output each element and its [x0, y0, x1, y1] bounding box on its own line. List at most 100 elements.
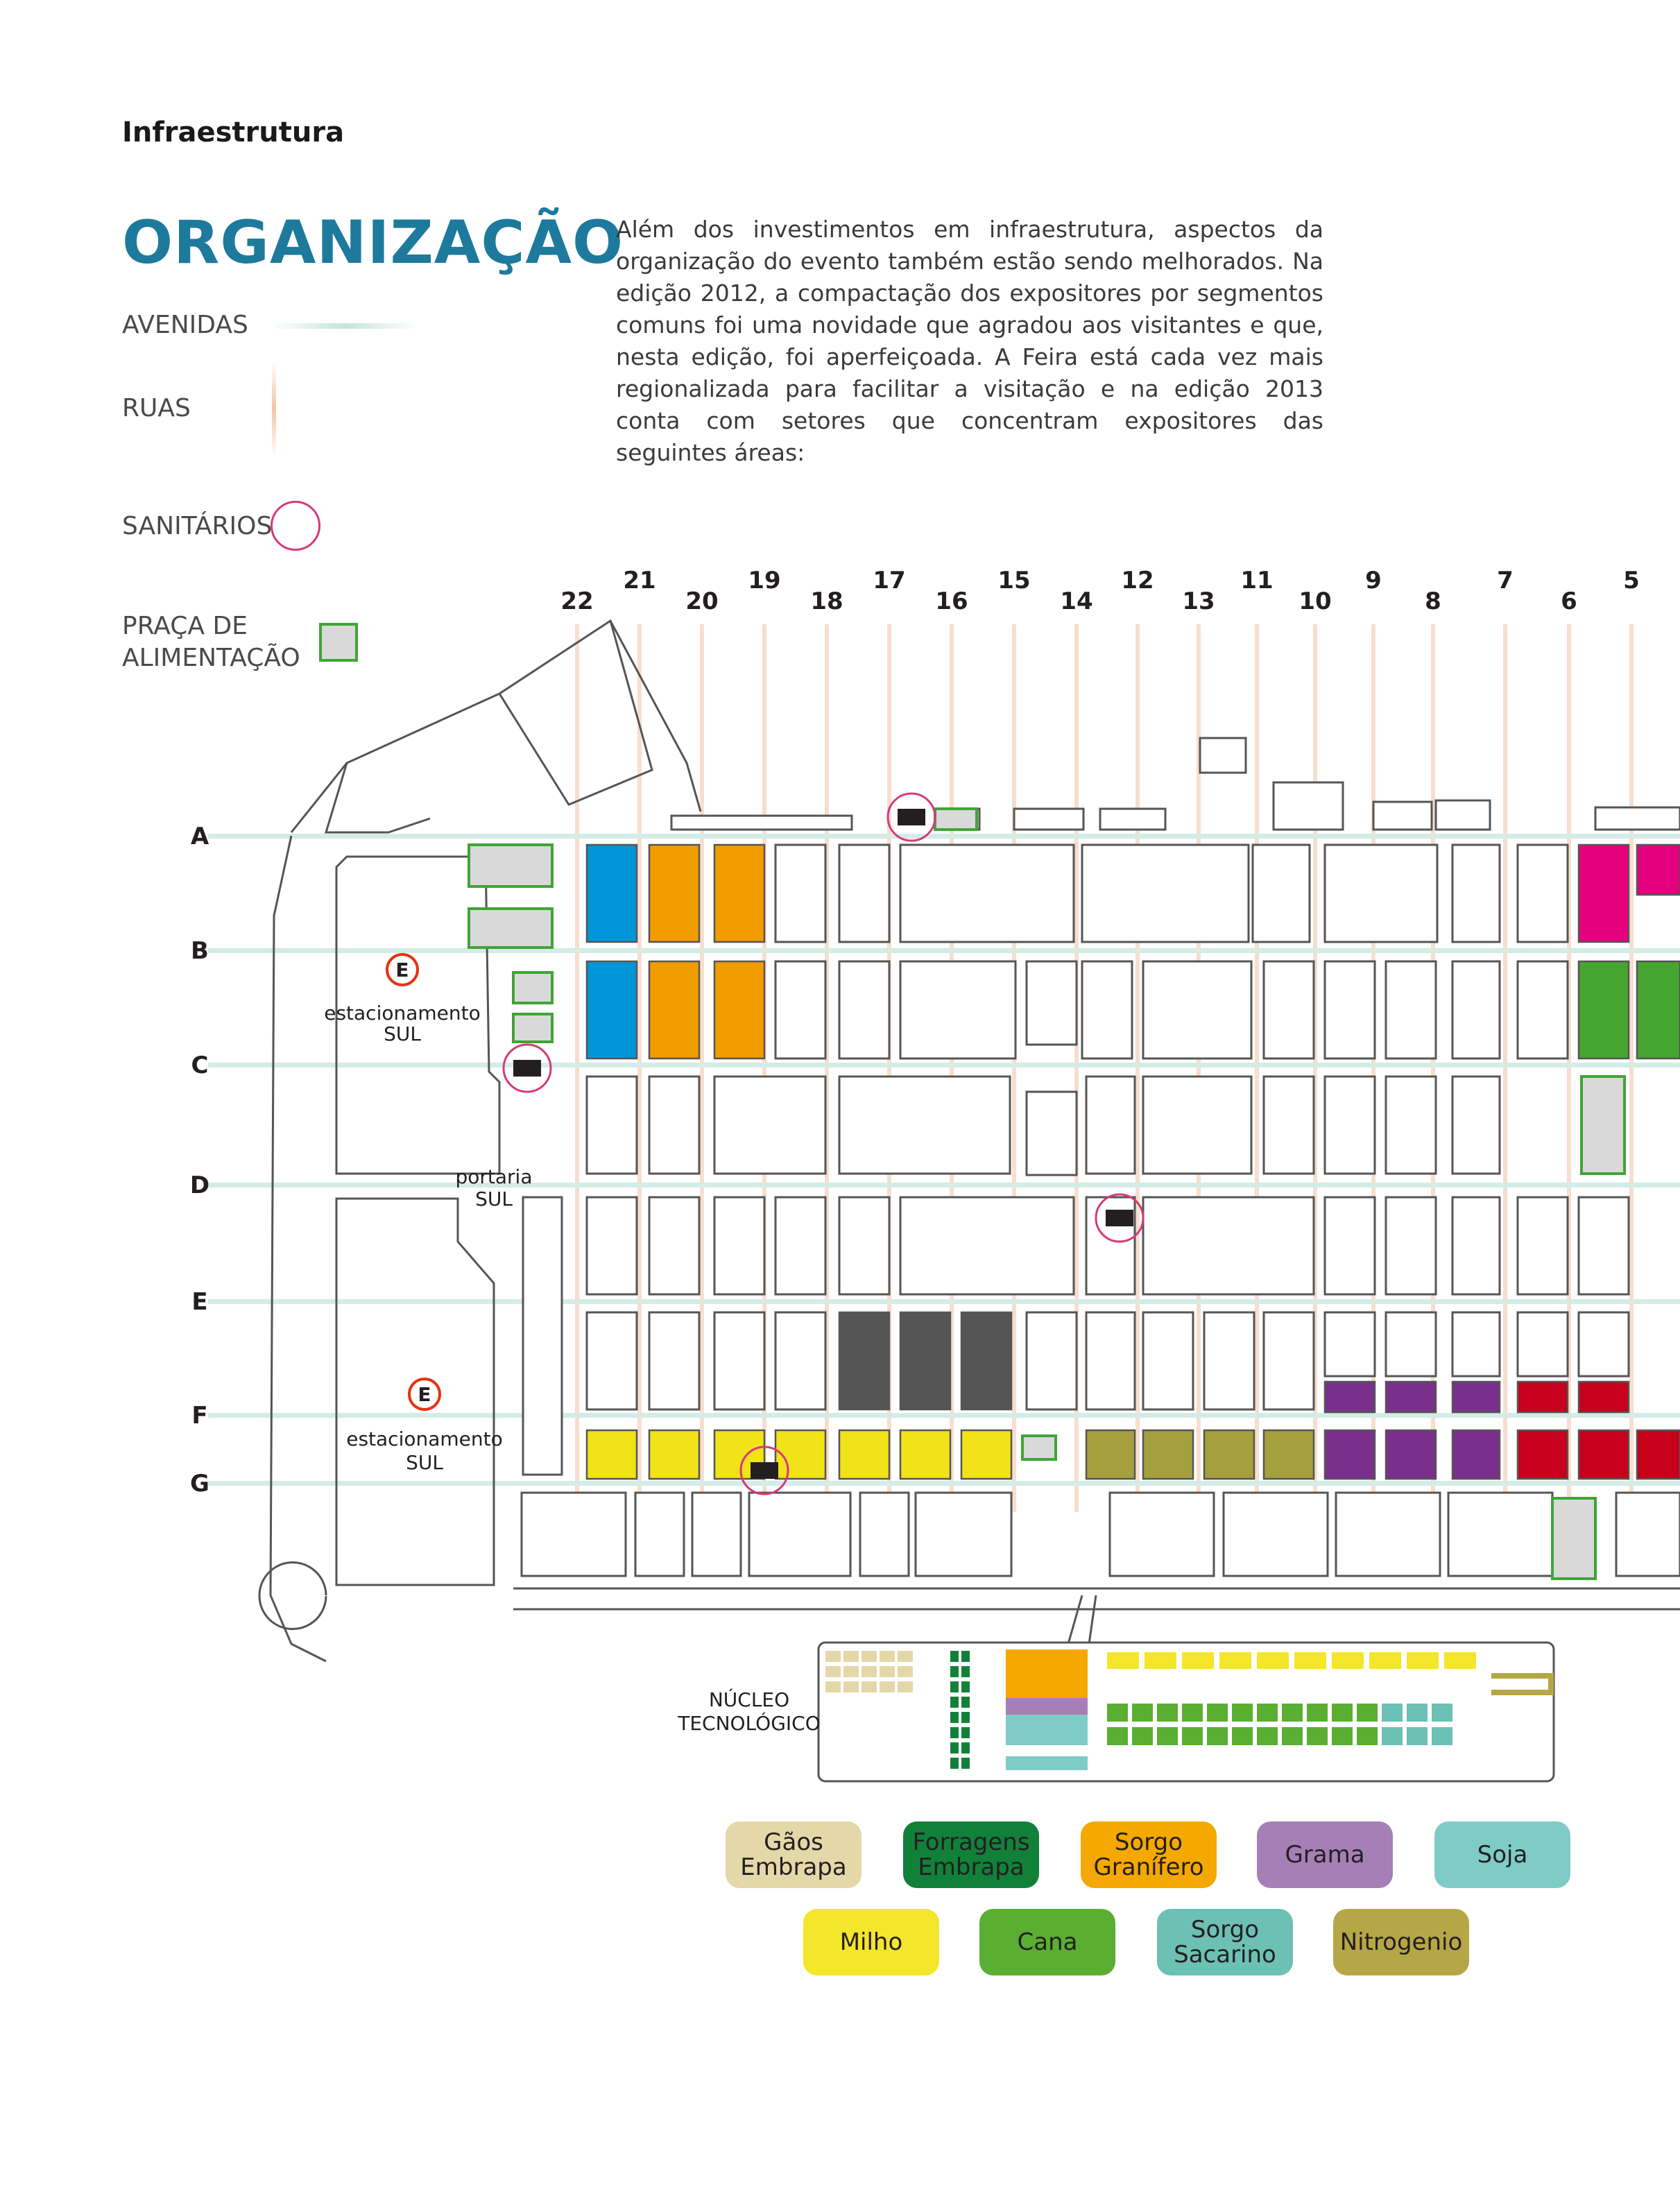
forragens-plot [961, 1681, 970, 1692]
avenue-letter: A [191, 823, 209, 850]
sector-block-olive [1262, 1429, 1315, 1480]
sector-block-orange [713, 960, 766, 1060]
cana-plot [1157, 1704, 1178, 1722]
category-pill: Milho [803, 1909, 939, 1975]
exhibitor-block [1323, 960, 1376, 1060]
restroom-legend-icon [271, 501, 320, 551]
sector-block-yellow [648, 1429, 701, 1480]
exhibitor-block [1577, 1196, 1630, 1296]
exhibitor-block [1251, 843, 1311, 943]
category-pill-label: Grama [1285, 1842, 1364, 1867]
cana-plot [1382, 1727, 1403, 1745]
exhibitor-block [1451, 960, 1501, 1060]
page-title: ORGANIZAÇÃO [122, 208, 624, 277]
food-court [468, 907, 554, 949]
avenue-letter: D [190, 1172, 209, 1199]
forragens-plot [950, 1758, 959, 1769]
exhibitor-block [1108, 1491, 1215, 1577]
restroom-icon [513, 1060, 541, 1077]
parking-badge: E [395, 959, 409, 981]
milho-plot [1332, 1652, 1364, 1669]
portaria-label-sul: SUL [475, 1188, 513, 1210]
exhibitor-block [1222, 1491, 1329, 1577]
avenue-line [208, 1413, 1680, 1418]
cana-plot [1207, 1704, 1228, 1722]
parking-label-sul: SUL [384, 1022, 421, 1045]
sector-block-yellow [774, 1429, 827, 1480]
cana-plot [1207, 1727, 1228, 1745]
food-court-legend-icon [319, 623, 358, 662]
exhibitor-block [838, 960, 891, 1060]
milho-plot [1257, 1652, 1289, 1669]
exhibitor-block [1085, 1311, 1136, 1411]
street-line [762, 624, 766, 1512]
sector-block-dark [899, 1311, 952, 1411]
parking-label: estacionamento [346, 1427, 503, 1450]
exhibitor-block [713, 1075, 827, 1175]
fair-map: 2221201918171615141213111098765ABCDEFGEe… [190, 567, 1680, 1783]
avenue-letter: G [190, 1470, 209, 1498]
exhibitor-block [1323, 1075, 1376, 1175]
exhibitor-block [1085, 1075, 1136, 1175]
soja-plot [1006, 1756, 1088, 1770]
avenue-line [208, 1063, 1680, 1068]
street-line [1567, 624, 1571, 1512]
exhibitor-block [1451, 1196, 1501, 1296]
graos-embrapa-plot [880, 1666, 895, 1677]
sector-block-olive [1142, 1429, 1194, 1480]
sector-block-purple [1451, 1429, 1501, 1480]
parking-badge: E [418, 1383, 431, 1406]
exhibitor-block [691, 1491, 742, 1577]
forragens-plot [961, 1758, 970, 1769]
cana-plot [1432, 1704, 1452, 1722]
cana-plot [1357, 1704, 1378, 1722]
sector-block-purple [1323, 1429, 1376, 1480]
exhibitor-block [1025, 960, 1078, 1046]
small-stand [670, 814, 853, 831]
restroom-icon [1106, 1210, 1133, 1226]
category-label-line1: Forragens [912, 1828, 1030, 1856]
graos-embrapa-plot [862, 1651, 877, 1662]
legend-praca-line2: ALIMENTAÇÃO [122, 644, 300, 672]
sector-block-red [1516, 1429, 1569, 1480]
legend-avenue-swatch [272, 323, 418, 329]
cana-plot [1282, 1704, 1303, 1722]
graos-embrapa-plot [898, 1681, 913, 1692]
sector-block-green [1577, 960, 1630, 1060]
food-court [512, 971, 554, 1004]
exhibitor-block [774, 1196, 827, 1296]
graos-embrapa-plot [825, 1681, 841, 1692]
cana-plot [1307, 1727, 1328, 1745]
forragens-plot [950, 1651, 959, 1662]
category-label-line2: Granífero [1093, 1853, 1204, 1881]
street-line [1012, 624, 1016, 1512]
forragens-plot [961, 1697, 970, 1708]
food-court [1021, 1434, 1057, 1461]
category-pill-label: Nitrogenio [1340, 1930, 1463, 1955]
sector-block-dark [838, 1311, 891, 1411]
exhibitor-block [838, 1075, 1011, 1175]
exhibitor-block [648, 1196, 701, 1296]
parking-lot-north [335, 855, 501, 1175]
exhibitor-block [1262, 960, 1315, 1060]
exhibitor-block [859, 1491, 910, 1577]
cana-plot [1382, 1704, 1403, 1722]
sector-block-yellow [585, 1429, 638, 1480]
graos-embrapa-plot [843, 1666, 859, 1677]
parking-label-sul: SUL [406, 1451, 443, 1474]
exhibitor-block [1451, 1311, 1501, 1378]
street-number: 17 [873, 567, 905, 594]
graos-embrapa-plot [880, 1681, 895, 1692]
exhibitor-block [1385, 1075, 1437, 1175]
category-pill-label: Milho [840, 1930, 903, 1955]
avenue-line [208, 1299, 1680, 1304]
milho-plot [1294, 1652, 1326, 1669]
exhibitor-block [899, 1196, 1075, 1296]
street-number: 6 [1561, 588, 1577, 615]
exhibitor-block [520, 1491, 627, 1577]
